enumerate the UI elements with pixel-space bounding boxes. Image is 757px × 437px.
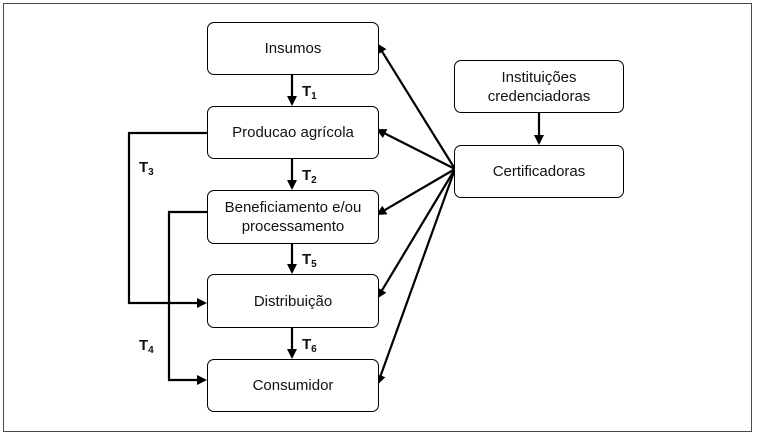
- node-beneficiamento-line2: processamento: [241, 218, 345, 235]
- node-consumidor-label: Consumidor: [252, 377, 334, 394]
- label-t6: T6: [302, 336, 317, 355]
- node-certificadoras: Certificadoras: [454, 145, 624, 198]
- node-insumos: Insumos: [207, 22, 379, 75]
- label-t5: T5: [302, 251, 317, 270]
- node-instituicoes-line1: Instituições: [501, 68, 577, 86]
- node-instituicoes-credenciadoras: Instituições credenciadoras: [454, 60, 624, 113]
- node-instituicoes-line2: credenciadoras: [487, 87, 591, 105]
- node-producao-label: Producao agrícola: [232, 124, 354, 141]
- arrow-beneficiamento-consumidor-bypass: [167, 210, 207, 385]
- label-t2: T2: [302, 167, 317, 186]
- node-insumos-label: Insumos: [264, 40, 322, 57]
- node-beneficiamento-line1: Beneficiamento e/ou: [224, 199, 362, 216]
- node-distribuicao-label: Distribuição: [253, 292, 333, 310]
- arrow-cert-distribuicao: [376, 168, 456, 299]
- label-t1: T1: [302, 83, 317, 102]
- label-t3: T3: [139, 159, 154, 178]
- label-t4: T4: [139, 337, 154, 356]
- node-certificadoras-label: Certificadoras: [492, 163, 586, 180]
- arrow-cert-producao: [376, 129, 456, 170]
- node-consumidor: Consumidor: [207, 359, 379, 412]
- arrow-cert-consumidor: [376, 168, 457, 385]
- node-beneficiamento: Beneficiamento e/ou processamento: [207, 190, 379, 244]
- node-distribuicao: Distribuição: [207, 274, 379, 328]
- arrow-producao-distribuicao-bypass: [127, 131, 207, 308]
- arrow-cert-insumos: [376, 43, 456, 170]
- figure-frame: [3, 3, 752, 432]
- node-producao-agricola: Producao agrícola: [207, 106, 379, 159]
- arrow-cert-beneficiamento: [376, 168, 456, 216]
